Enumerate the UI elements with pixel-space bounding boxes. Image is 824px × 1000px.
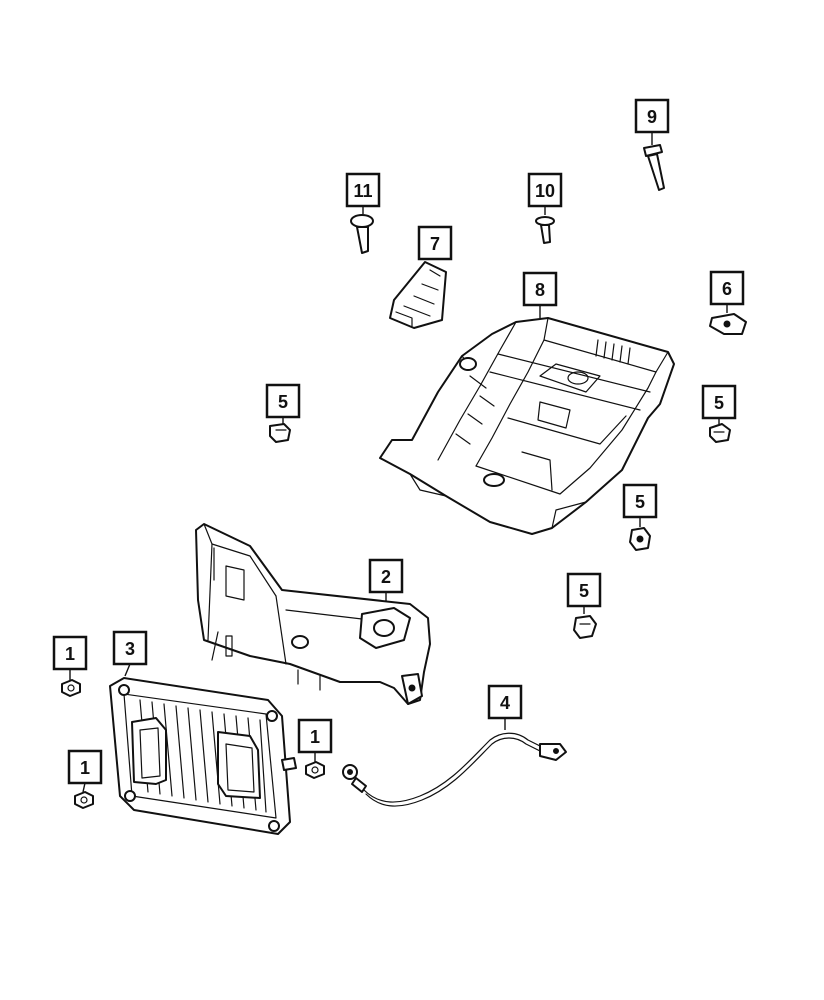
part-1-nut-a xyxy=(61,669,81,697)
part-9-bolt xyxy=(643,132,665,191)
callout-label: 10 xyxy=(535,181,555,201)
part-1-nut-c xyxy=(305,752,325,779)
part-3-control-module xyxy=(109,663,297,835)
callout-6: 6 xyxy=(709,270,745,306)
callout-label: 5 xyxy=(579,581,589,601)
callout-label: 9 xyxy=(647,107,657,127)
callout-4: 4 xyxy=(487,684,523,720)
callout-5-b: 5 xyxy=(701,384,737,420)
part-11-bolt xyxy=(350,207,374,254)
callout-1-b: 1 xyxy=(67,749,103,785)
callout-1-a: 1 xyxy=(52,635,88,671)
part-7-bracket xyxy=(389,261,447,329)
callout-9: 9 xyxy=(634,98,670,134)
callout-label: 5 xyxy=(635,492,645,512)
callout-label: 8 xyxy=(535,280,545,300)
callout-label: 6 xyxy=(722,279,732,299)
callout-label: 3 xyxy=(125,639,135,659)
callout-1-c: 1 xyxy=(297,718,333,754)
callout-label: 5 xyxy=(278,392,288,412)
callout-label: 4 xyxy=(500,693,510,713)
part-5-clip-nut-b xyxy=(709,418,731,443)
part-5-clip-nut-d xyxy=(573,606,597,639)
callout-label: 1 xyxy=(80,758,90,778)
callout-5-c: 5 xyxy=(622,483,658,519)
part-2-mounting-bracket xyxy=(195,523,431,705)
callout-7: 7 xyxy=(417,225,453,261)
callout-5-d: 5 xyxy=(566,572,602,608)
part-1-nut-b xyxy=(74,782,94,809)
callout-2: 2 xyxy=(368,558,404,594)
callout-8: 8 xyxy=(522,271,558,307)
callout-label: 5 xyxy=(714,393,724,413)
part-10-bolt xyxy=(535,207,555,244)
callout-label: 1 xyxy=(310,727,320,747)
callout-label: 7 xyxy=(430,234,440,254)
part-5-clip-nut-a xyxy=(269,417,291,443)
callout-11: 11 xyxy=(345,172,381,208)
callout-label: 11 xyxy=(353,181,372,201)
callout-10: 10 xyxy=(527,172,563,208)
callout-5-a: 5 xyxy=(265,383,301,419)
part-8-tray xyxy=(379,305,675,535)
part-4-ground-strap xyxy=(342,718,567,807)
callout-3: 3 xyxy=(112,630,148,666)
callout-label: 1 xyxy=(65,644,75,664)
part-6-clip xyxy=(709,304,747,335)
part-5-clip-nut-c xyxy=(629,517,651,551)
callout-label: 2 xyxy=(381,567,391,587)
